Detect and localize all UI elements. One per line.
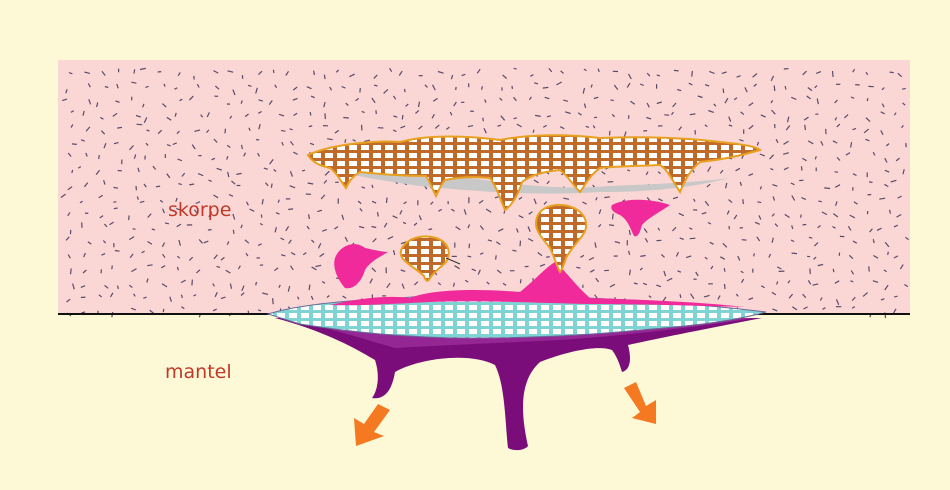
crust-fleck bbox=[192, 280, 193, 286]
crust-fleck bbox=[723, 89, 724, 94]
crust-fleck bbox=[520, 279, 521, 283]
crust-fleck bbox=[888, 252, 889, 255]
crust-fleck bbox=[163, 309, 164, 312]
crust-fleck bbox=[115, 251, 120, 252]
crust-fleck bbox=[757, 202, 761, 203]
crust-fleck bbox=[345, 139, 346, 142]
crust-fleck bbox=[194, 76, 195, 80]
crust-fleck bbox=[743, 199, 744, 204]
crust-fleck bbox=[156, 186, 160, 187]
crust-fleck bbox=[774, 86, 775, 92]
crust-fleck bbox=[792, 253, 797, 254]
crust-fleck bbox=[309, 285, 310, 291]
crust-fleck bbox=[137, 124, 143, 125]
crust-fleck bbox=[546, 257, 550, 258]
crust-fleck bbox=[894, 296, 897, 297]
crust-fleck bbox=[674, 70, 679, 71]
crust-fleck bbox=[692, 71, 693, 77]
crust-fleck bbox=[833, 269, 834, 272]
crust-fleck bbox=[680, 294, 681, 298]
crust-fleck bbox=[112, 265, 113, 269]
crust-fleck bbox=[225, 129, 226, 134]
crust-fleck bbox=[402, 115, 403, 119]
crust-fleck bbox=[754, 253, 755, 256]
crust-fleck bbox=[314, 71, 315, 75]
crust-fleck bbox=[271, 184, 272, 188]
crust-fleck bbox=[902, 88, 906, 89]
crust-fleck bbox=[604, 197, 609, 198]
crust-fleck bbox=[869, 266, 870, 271]
crust-fleck bbox=[256, 282, 257, 285]
crust-fleck bbox=[514, 68, 517, 69]
crust-fleck bbox=[873, 239, 874, 243]
crust-fleck bbox=[611, 100, 614, 101]
crust-fleck bbox=[824, 188, 830, 189]
crust-fleck bbox=[890, 72, 894, 73]
crust-fleck bbox=[520, 241, 521, 247]
crust-fleck bbox=[134, 69, 135, 73]
crust-fleck bbox=[324, 75, 325, 79]
crust-fleck bbox=[114, 208, 118, 209]
crust-fleck bbox=[99, 155, 100, 159]
mantle-label: mantel bbox=[165, 361, 232, 383]
crust-fleck bbox=[309, 214, 310, 219]
crust-fleck bbox=[302, 170, 305, 171]
crust-fleck bbox=[690, 114, 696, 115]
crust-fleck bbox=[576, 267, 580, 268]
crust-fleck bbox=[724, 268, 725, 272]
crust-fleck bbox=[543, 87, 549, 88]
crust-fleck bbox=[233, 230, 234, 234]
crust-fleck bbox=[387, 198, 388, 203]
crust-fleck bbox=[117, 127, 122, 128]
crust-fleck bbox=[833, 71, 834, 77]
crust-fleck bbox=[429, 229, 433, 230]
crust-fleck bbox=[71, 269, 72, 275]
crust-fleck bbox=[482, 86, 483, 90]
crust-fleck bbox=[133, 229, 136, 230]
crust-fleck bbox=[609, 225, 614, 226]
crust-fleck bbox=[310, 112, 311, 116]
crust-fleck bbox=[114, 187, 118, 188]
crust-fleck bbox=[869, 182, 872, 183]
crust-fleck bbox=[273, 298, 274, 304]
crust-fleck bbox=[483, 118, 484, 122]
crust-fleck bbox=[343, 118, 349, 119]
crust-fleck bbox=[690, 238, 696, 239]
crust-fleck bbox=[613, 214, 614, 220]
crust-fleck bbox=[405, 89, 406, 92]
crust-fleck bbox=[378, 212, 379, 216]
crust-fleck bbox=[801, 215, 802, 218]
crust-fleck bbox=[468, 256, 472, 257]
crust-fleck bbox=[309, 126, 312, 127]
crust-label: skorpe bbox=[168, 199, 231, 221]
crust-fleck bbox=[835, 172, 838, 173]
crust-fleck bbox=[805, 125, 806, 130]
crust-fleck bbox=[496, 255, 497, 259]
crust-fleck bbox=[273, 70, 274, 73]
crust-fleck bbox=[725, 284, 726, 289]
crust-fleck bbox=[288, 209, 293, 210]
crust-fleck bbox=[72, 144, 77, 145]
crust-fleck bbox=[325, 113, 326, 119]
